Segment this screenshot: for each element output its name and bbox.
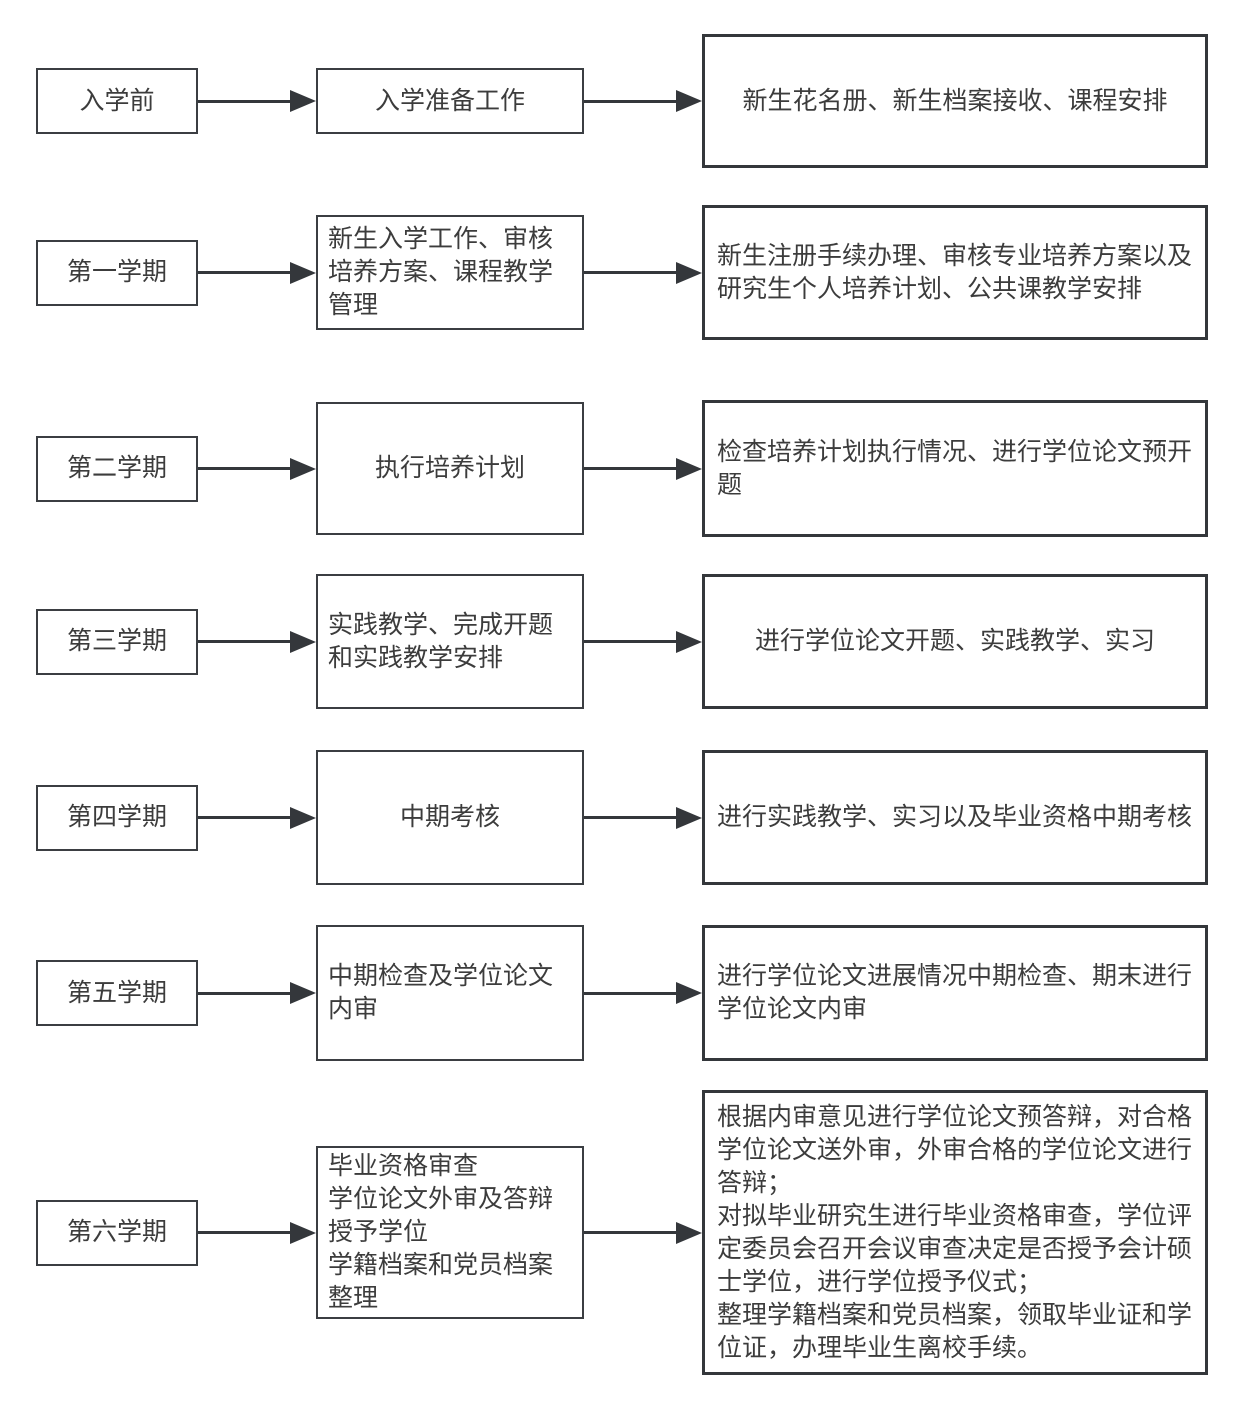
task-box-row4: 实践教学、完成开题和实践教学安排: [316, 574, 584, 709]
arrow-head-icon: [676, 261, 702, 284]
flow-row-4: 第三学期 实践教学、完成开题和实践教学安排 进行学位论文开题、实践教学、实习: [36, 574, 1208, 709]
stage-box-row7: 第六学期: [36, 1199, 198, 1266]
arrow-right-icon: [584, 90, 702, 112]
flow-row-5: 第四学期 中期考核 进行实践教学、实习以及毕业资格中期考核: [36, 750, 1208, 885]
arrow-shaft: [198, 991, 290, 995]
detail-box-row4: 进行学位论文开题、实践教学、实习: [702, 574, 1208, 709]
arrow-right-icon: [198, 457, 316, 480]
arrow-right-icon: [198, 90, 316, 112]
arrow-shaft: [584, 991, 676, 995]
task-box-row3: 执行培养计划: [316, 402, 584, 535]
flow-row-7: 第六学期 毕业资格审查 学位论文外审及答辩 授予学位 学籍档案和党员档案整理 根…: [36, 1090, 1208, 1375]
arrow-right-icon: [198, 982, 316, 1004]
task-box-row7: 毕业资格审查 学位论文外审及答辩 授予学位 学籍档案和党员档案整理: [316, 1146, 584, 1319]
arrow-right-icon: [584, 261, 702, 284]
arrow-head-icon: [290, 806, 316, 829]
arrow-right-icon: [584, 982, 702, 1004]
arrow-shaft: [198, 816, 290, 819]
arrow-shaft: [198, 640, 290, 643]
detail-box-row3: 检查培养计划执行情况、进行学位论文预开题: [702, 400, 1208, 537]
stage-box-row4: 第三学期: [36, 608, 198, 675]
arrow-shaft: [584, 816, 676, 819]
arrow-head-icon: [290, 630, 316, 653]
arrow-right-icon: [584, 630, 702, 653]
task-box-row1: 入学准备工作: [316, 68, 584, 134]
arrow-head-icon: [290, 261, 316, 284]
arrow-shaft: [584, 1231, 676, 1234]
arrow-head-icon: [290, 1221, 316, 1244]
arrow-right-icon: [198, 806, 316, 829]
detail-box-row2: 新生注册手续办理、审核专业培养方案以及研究生个人培养计划、公共课教学安排: [702, 205, 1208, 340]
arrow-shaft: [584, 271, 676, 274]
arrow-head-icon: [676, 1221, 702, 1244]
arrow-head-icon: [676, 982, 702, 1004]
flow-row-3: 第二学期 执行培养计划 检查培养计划执行情况、进行学位论文预开题: [36, 400, 1208, 537]
arrow-right-icon: [584, 806, 702, 829]
arrow-shaft: [198, 271, 290, 274]
flow-row-6: 第五学期 中期检查及学位论文内审 进行学位论文进展情况中期检查、期末进行学位论文…: [36, 925, 1208, 1061]
detail-box-row7: 根据内审意见进行学位论文预答辩，对合格学位论文送外审，外审合格的学位论文进行答辩…: [702, 1090, 1208, 1375]
stage-box-row2: 第一学期: [36, 239, 198, 306]
task-box-row5: 中期考核: [316, 750, 584, 885]
detail-box-row6: 进行学位论文进展情况中期检查、期末进行学位论文内审: [702, 925, 1208, 1061]
stage-box-row1: 入学前: [36, 68, 198, 134]
arrow-head-icon: [676, 806, 702, 829]
stage-box-row5: 第四学期: [36, 784, 198, 851]
task-box-row6: 中期检查及学位论文内审: [316, 925, 584, 1061]
arrow-head-icon: [676, 630, 702, 653]
arrow-shaft: [198, 1231, 290, 1234]
arrow-right-icon: [584, 1221, 702, 1244]
arrow-shaft: [584, 640, 676, 643]
arrow-right-icon: [198, 1221, 316, 1244]
detail-box-row1: 新生花名册、新生档案接收、课程安排: [702, 34, 1208, 168]
task-box-row2: 新生入学工作、审核培养方案、课程教学管理: [316, 215, 584, 330]
arrow-shaft: [584, 99, 676, 103]
arrow-shaft: [584, 467, 676, 470]
arrow-right-icon: [198, 630, 316, 653]
arrow-shaft: [198, 467, 290, 470]
arrow-right-icon: [584, 457, 702, 480]
arrow-head-icon: [290, 457, 316, 480]
arrow-right-icon: [198, 261, 316, 284]
detail-box-row5: 进行实践教学、实习以及毕业资格中期考核: [702, 750, 1208, 885]
arrow-shaft: [198, 99, 290, 103]
stage-box-row6: 第五学期: [36, 960, 198, 1026]
arrow-head-icon: [676, 457, 702, 480]
stage-box-row3: 第二学期: [36, 435, 198, 502]
arrow-head-icon: [290, 982, 316, 1004]
flow-row-1: 入学前 入学准备工作 新生花名册、新生档案接收、课程安排: [36, 34, 1208, 168]
arrow-head-icon: [290, 90, 316, 112]
flow-row-2: 第一学期 新生入学工作、审核培养方案、课程教学管理 新生注册手续办理、审核专业培…: [36, 205, 1208, 340]
arrow-head-icon: [676, 90, 702, 112]
